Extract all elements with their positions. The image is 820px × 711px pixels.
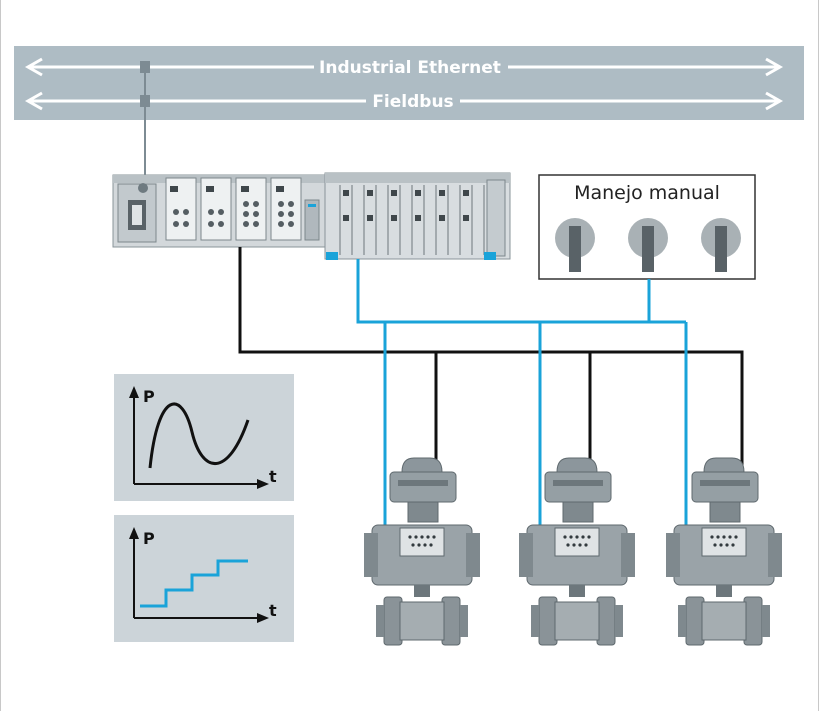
arrow-left-icon (24, 91, 43, 111)
fieldbus-label: Fieldbus (372, 92, 453, 112)
graph2-y-label: P (143, 529, 155, 548)
rotary-switch-icon (701, 218, 741, 272)
industrial-ethernet-bus: Industrial Ethernet (24, 57, 784, 78)
pressure-graph-analog: P t (114, 374, 294, 501)
valve-actuator-icon (364, 457, 480, 646)
arrow-left-icon (24, 57, 43, 77)
control-wiring (238, 247, 744, 484)
sine-curve (148, 402, 250, 469)
pressure-graph-stepped: P t (114, 515, 294, 642)
arrow-right-icon (765, 57, 784, 77)
ethernet-label: Industrial Ethernet (319, 58, 501, 78)
controller-unit (112, 174, 326, 248)
valve-actuator-icon (665, 457, 783, 646)
signal-wiring (356, 259, 688, 525)
valve-terminal (324, 172, 511, 260)
valve-actuator-icon (518, 457, 636, 646)
graph1-y-label: P (143, 387, 155, 406)
step-curve (140, 559, 248, 608)
arrow-right-icon (765, 91, 784, 111)
graph1-x-label: t (269, 467, 277, 486)
rotary-switch-icon (628, 218, 668, 272)
rotary-switch-icon (555, 218, 595, 272)
fieldbus-bus: Fieldbus (24, 91, 784, 112)
bus-band: Industrial Ethernet Fieldbus (14, 46, 804, 120)
manual-control-panel: Manejo manual (538, 174, 756, 280)
graph2-x-label: t (269, 601, 277, 620)
manual-panel-title: Manejo manual (574, 182, 720, 204)
